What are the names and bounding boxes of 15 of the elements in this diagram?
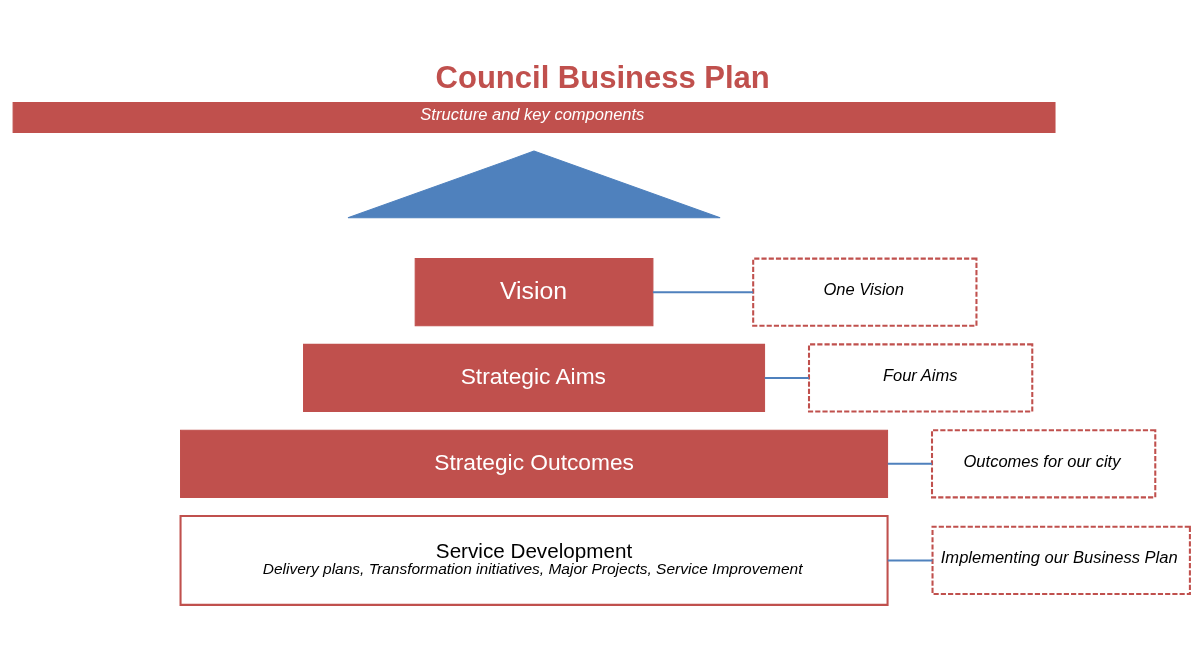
node-box: Strategic Aims — [303, 343, 766, 412]
node-box: One Vision — [752, 257, 978, 327]
node-box: Vision — [414, 257, 654, 326]
connector — [887, 558, 933, 561]
connector — [764, 376, 809, 379]
node-box: Four Aims — [807, 342, 1034, 413]
node-box: Service Development Delivery plans, Transformation initiatives, Major Projects, Service Improvement — [179, 514, 889, 606]
connector — [652, 290, 754, 293]
node-box: Strategic Outcomes — [180, 429, 889, 498]
node-box: Structure and key components — [12, 101, 1056, 133]
node-triangle — [347, 150, 721, 218]
node-box: Implementing our Business Plan — [931, 525, 1191, 595]
node-box: Outcomes for our city — [930, 428, 1157, 498]
connector — [887, 462, 932, 465]
diagram-title: Council Business Plan — [435, 59, 770, 95]
